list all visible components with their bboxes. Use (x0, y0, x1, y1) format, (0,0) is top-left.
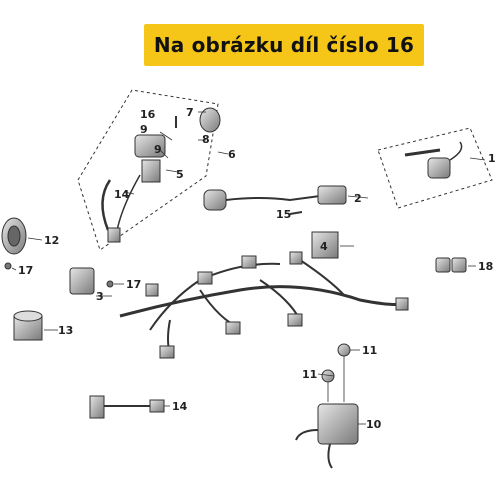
part-2-sensor-cable (203, 185, 369, 211)
callout-18: 18 (478, 260, 493, 273)
part-12-horn (1, 217, 43, 255)
callout-13: 13 (58, 324, 73, 337)
callout-4: 4 (320, 240, 328, 253)
callout-11-lower: 11 (302, 368, 317, 381)
ignition-switch-group (77, 89, 229, 251)
callout-14-upper: 14 (114, 188, 130, 201)
part-17-screw (106, 280, 124, 288)
callout-17-left: 17 (18, 264, 33, 277)
part-10-starter-relay (295, 343, 366, 469)
banner-text: Na obrázku díl číslo 16 (153, 33, 415, 57)
part-14-lower-sensor (89, 395, 170, 419)
callout-3: 3 (96, 290, 104, 303)
part-4-main-wiring-harness (119, 231, 409, 359)
callout-6: 6 (228, 148, 236, 161)
part-18-connector (435, 257, 476, 273)
part-13-cylinder (13, 310, 58, 341)
callout-1: 1 (488, 152, 496, 165)
part-3-relay (69, 267, 112, 297)
callout-16: 16 (140, 108, 156, 121)
part-1-assembly (377, 127, 493, 209)
callout-8: 8 (202, 133, 210, 146)
part-number-banner: Na obrázku díl číslo 16 (144, 24, 424, 66)
callout-10: 10 (366, 418, 382, 431)
callout-9-upper: 9 (140, 123, 148, 136)
callout-9-lower: 9 (154, 143, 162, 156)
callout-11-upper: 11 (362, 344, 377, 357)
callout-12: 12 (44, 234, 59, 247)
callout-7: 7 (186, 106, 194, 119)
callout-15: 15 (276, 208, 291, 221)
part-17-screw-left (4, 262, 17, 271)
callout-14-lower: 14 (172, 400, 188, 413)
part-15-screw (289, 211, 303, 215)
callout-17-right: 17 (126, 278, 141, 291)
callout-2: 2 (354, 192, 362, 205)
callout-5: 5 (176, 168, 184, 181)
